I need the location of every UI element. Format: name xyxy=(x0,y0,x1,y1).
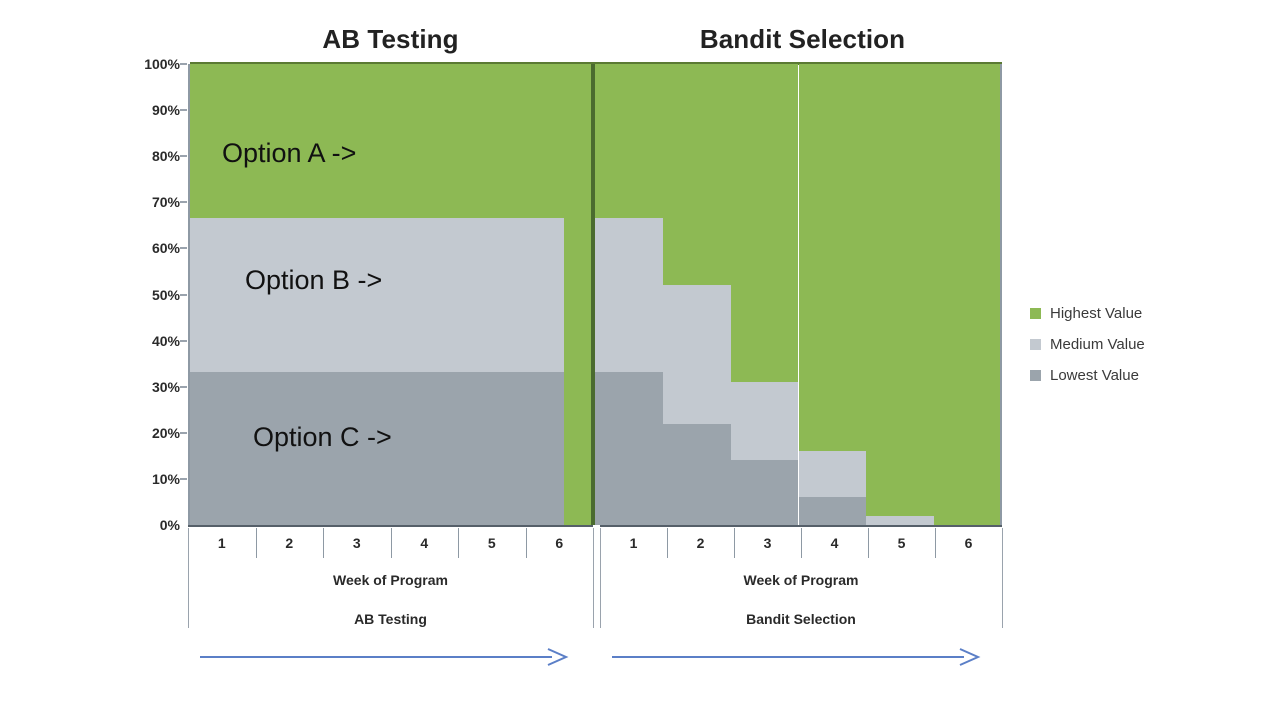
annotation-option-c: Option C -> xyxy=(253,422,392,452)
x-axis-line-bandit xyxy=(600,525,1002,527)
legend-swatch-icon xyxy=(1030,370,1041,381)
legend-swatch-icon xyxy=(1030,339,1041,350)
x-axis-tick-mark xyxy=(801,528,802,558)
y-axis-tick-mark xyxy=(180,339,187,342)
x-axis-tick-mark xyxy=(868,528,869,558)
y-axis-tick-mark xyxy=(180,385,187,388)
legend-item-label: Medium Value xyxy=(1050,336,1145,353)
x-axis-tick-label: 5 xyxy=(487,535,496,551)
annotation-option-b: Option B -> xyxy=(245,265,383,295)
x-axis-ticks-ab: 1 2 3 4 5 6 xyxy=(188,527,593,559)
x-axis-boundary xyxy=(600,528,601,628)
plot-panel-bandit-selection xyxy=(595,64,1002,525)
x-axis-tick-mark xyxy=(667,528,668,558)
y-axis-tick-label: 20% xyxy=(151,424,180,441)
progress-arrow-bandit xyxy=(612,648,981,666)
y-axis-tick-label: 30% xyxy=(151,378,180,395)
plot-panel-ab-testing xyxy=(190,64,591,525)
legend-item-label: Lowest Value xyxy=(1050,367,1139,384)
x-axis-tick-label: 6 xyxy=(555,535,564,551)
area-segment xyxy=(730,460,799,525)
y-axis-tick-mark xyxy=(180,477,187,480)
x-axis-tick-mark xyxy=(458,528,459,558)
area-segment xyxy=(798,64,867,452)
y-axis-tick-label: 40% xyxy=(151,332,180,349)
x-axis-tick-label: 3 xyxy=(763,535,772,551)
area-segment xyxy=(730,64,799,383)
x-axis-tick-label: 1 xyxy=(217,535,226,551)
y-axis-tick-label: 10% xyxy=(151,470,180,487)
x-axis-tick-label: 6 xyxy=(964,535,973,551)
x-axis-tick-mark xyxy=(525,528,527,558)
area-segment xyxy=(595,64,663,218)
legend-item[interactable]: Lowest Value xyxy=(1030,360,1145,391)
x-axis-tick-mark xyxy=(255,528,257,558)
x-axis-title-bandit: Week of Program xyxy=(743,572,859,588)
x-axis-tick-label: 3 xyxy=(352,535,361,551)
x-axis-tick-label: 4 xyxy=(420,535,429,551)
area-segment xyxy=(662,285,731,424)
legend-item[interactable]: Highest Value xyxy=(1030,298,1145,329)
y-axis-tick-label: 60% xyxy=(151,240,180,257)
x-axis-subtitle-bandit: Bandit Selection xyxy=(746,611,856,627)
area-segment xyxy=(798,497,867,525)
area-segment xyxy=(866,515,935,525)
x-axis-tick-label: 1 xyxy=(629,535,638,551)
y-axis-tick-label: 80% xyxy=(151,148,180,165)
area-segment xyxy=(190,217,565,372)
area-segment xyxy=(595,371,663,525)
y-axis-tick-mark xyxy=(180,293,187,296)
x-axis-subtitle-ab: AB Testing xyxy=(354,611,427,627)
x-axis-tick-mark xyxy=(734,528,735,558)
x-axis-tick-label: 4 xyxy=(830,535,839,551)
x-axis-boundary xyxy=(593,528,594,628)
area-segment xyxy=(934,64,1002,525)
area-segment xyxy=(595,217,663,372)
legend-item[interactable]: Medium Value xyxy=(1030,329,1145,360)
area-segment xyxy=(866,64,935,516)
area-segment xyxy=(730,382,799,461)
plot-right-border xyxy=(1000,64,1002,525)
panel-divider xyxy=(591,64,595,525)
legend-item-label: Highest Value xyxy=(1050,305,1143,322)
y-axis-tick-mark xyxy=(180,63,187,65)
y-axis-tick-mark xyxy=(180,201,187,204)
x-axis-ticks-bandit: 1 2 3 4 5 6 xyxy=(600,527,1002,559)
x-axis-tick-label: 2 xyxy=(696,535,705,551)
progress-arrow-ab xyxy=(200,648,569,666)
area-segment xyxy=(190,371,565,525)
area-segment xyxy=(564,64,591,525)
panel-title-bandit-selection: Bandit Selection xyxy=(699,24,906,54)
x-axis-tick-mark xyxy=(323,528,324,558)
y-axis-line xyxy=(188,64,190,526)
y-axis-tick-label: 90% xyxy=(151,102,180,119)
y-axis-tick-mark xyxy=(180,155,187,158)
y-axis: 0% 10% 20% 30% 40% 50% 60% 70% 80% 90% 100% xyxy=(120,55,188,535)
y-axis-tick-mark xyxy=(180,431,187,434)
legend-swatch-icon xyxy=(1030,308,1041,319)
area-segment xyxy=(190,64,565,218)
y-axis-tick-label: 0% xyxy=(159,517,180,533)
plot-area xyxy=(190,64,1002,525)
x-axis-tick-label: 2 xyxy=(285,535,294,551)
x-axis-title-ab: Week of Program xyxy=(333,572,448,588)
x-axis-tick-mark xyxy=(390,528,392,558)
area-segment xyxy=(798,451,867,498)
x-axis-boundary xyxy=(188,528,189,628)
area-segment xyxy=(662,64,731,286)
x-axis-boundary xyxy=(1002,528,1003,628)
y-axis-tick-mark xyxy=(180,109,187,112)
y-axis-tick-label: 70% xyxy=(151,194,180,211)
y-axis-tick-mark xyxy=(180,247,187,250)
x-axis-tick-label: 5 xyxy=(897,535,906,551)
y-axis-tick-label: 100% xyxy=(144,56,180,72)
x-axis-line-ab xyxy=(188,525,593,527)
plot-top-border xyxy=(190,62,1002,65)
x-axis-tick-mark xyxy=(935,528,936,558)
panel-title-ab-testing: AB Testing xyxy=(322,24,459,54)
annotation-option-a: Option A -> xyxy=(222,138,357,168)
area-segment xyxy=(662,423,731,525)
y-axis-tick-label: 50% xyxy=(151,286,180,303)
